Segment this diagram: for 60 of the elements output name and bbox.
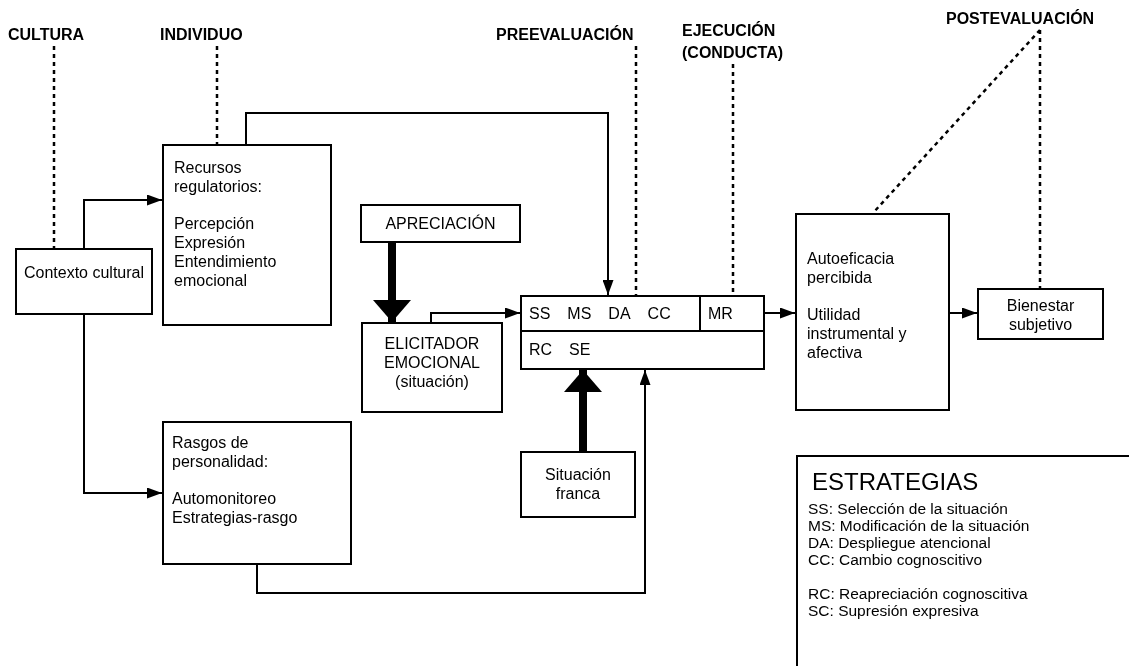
box-text: Autoeficacia percibida bbox=[807, 249, 896, 287]
arrow bbox=[430, 307, 521, 323]
process-box bbox=[162, 144, 332, 326]
box-text: Rasgos de personalidad: bbox=[172, 433, 270, 471]
stage-heading: CULTURA bbox=[8, 24, 103, 46]
arrow bbox=[256, 369, 651, 594]
box-text: Contexto cultural bbox=[23, 263, 145, 282]
strategy-code: MR bbox=[708, 304, 733, 323]
box-text: Automonitoreo bbox=[172, 489, 277, 508]
arrow bbox=[764, 307, 796, 319]
box-text: Percepción bbox=[174, 214, 255, 233]
process-box bbox=[360, 204, 521, 243]
legend-entry: RC: Reapreciación cognoscitiva bbox=[808, 585, 1028, 602]
strategy-code: DA bbox=[608, 304, 631, 323]
process-box bbox=[795, 213, 950, 411]
box-text: Entendimiento emocional bbox=[174, 252, 278, 290]
legend-box bbox=[796, 455, 1129, 666]
stage-heading: POSTEVALUACIÓN bbox=[946, 8, 1126, 30]
dotted-line bbox=[634, 46, 638, 295]
process-box bbox=[162, 421, 352, 565]
box-text: Recursos regulatorios: bbox=[174, 158, 264, 196]
strategy-code: MS bbox=[567, 304, 592, 323]
legend-entry: DA: Despliegue atencional bbox=[808, 534, 991, 551]
arrow bbox=[949, 307, 978, 319]
box-text: Utilidad instrumental y afectiva bbox=[807, 305, 908, 362]
arrow bbox=[83, 314, 163, 499]
process-box bbox=[520, 451, 636, 518]
strategy-cell bbox=[520, 330, 765, 370]
strategy-cell bbox=[520, 295, 701, 332]
thick-arrow bbox=[564, 370, 602, 451]
arrow bbox=[245, 112, 614, 296]
legend-title: ESTRATEGIAS bbox=[812, 467, 979, 497]
box-text: Situación franca bbox=[544, 465, 612, 503]
process-box bbox=[361, 322, 503, 413]
box-text: Expresión bbox=[174, 233, 246, 252]
thick-arrow bbox=[373, 243, 411, 322]
box-text: APRECIACIÓN bbox=[385, 214, 496, 233]
stage-heading: INDIVIDUO bbox=[160, 24, 275, 46]
stage-heading: PREEVALUACIÓN bbox=[496, 24, 661, 46]
process-box bbox=[15, 248, 153, 315]
strategy-cell bbox=[699, 295, 765, 332]
dotted-line bbox=[52, 46, 56, 248]
strategy-code: SE bbox=[569, 341, 591, 359]
strategy-code: CC bbox=[647, 304, 671, 323]
stage-heading: EJECUCIÓN (CONDUCTA) bbox=[682, 20, 810, 64]
dotted-line bbox=[1038, 30, 1042, 288]
process-box bbox=[977, 288, 1104, 340]
box-text: Bienestar subjetivo bbox=[1005, 296, 1076, 334]
arrow bbox=[83, 194, 163, 249]
strategy-code: SS bbox=[529, 304, 551, 323]
strategy-code: RC bbox=[529, 341, 553, 359]
legend-entry: SS: Selección de la situación bbox=[808, 500, 1008, 517]
legend-entry: SC: Supresión expresiva bbox=[808, 602, 979, 619]
box-text: Estrategias-rasgo bbox=[172, 508, 298, 527]
dotted-line bbox=[215, 46, 219, 144]
box-text: ELICITADOR EMOCIONAL (situación) bbox=[383, 334, 481, 391]
dotted-line bbox=[872, 29, 1041, 214]
dotted-line bbox=[731, 64, 735, 295]
legend-entry: CC: Cambio cognoscitivo bbox=[808, 551, 982, 568]
legend-entry: MS: Modificación de la situación bbox=[808, 517, 1030, 534]
